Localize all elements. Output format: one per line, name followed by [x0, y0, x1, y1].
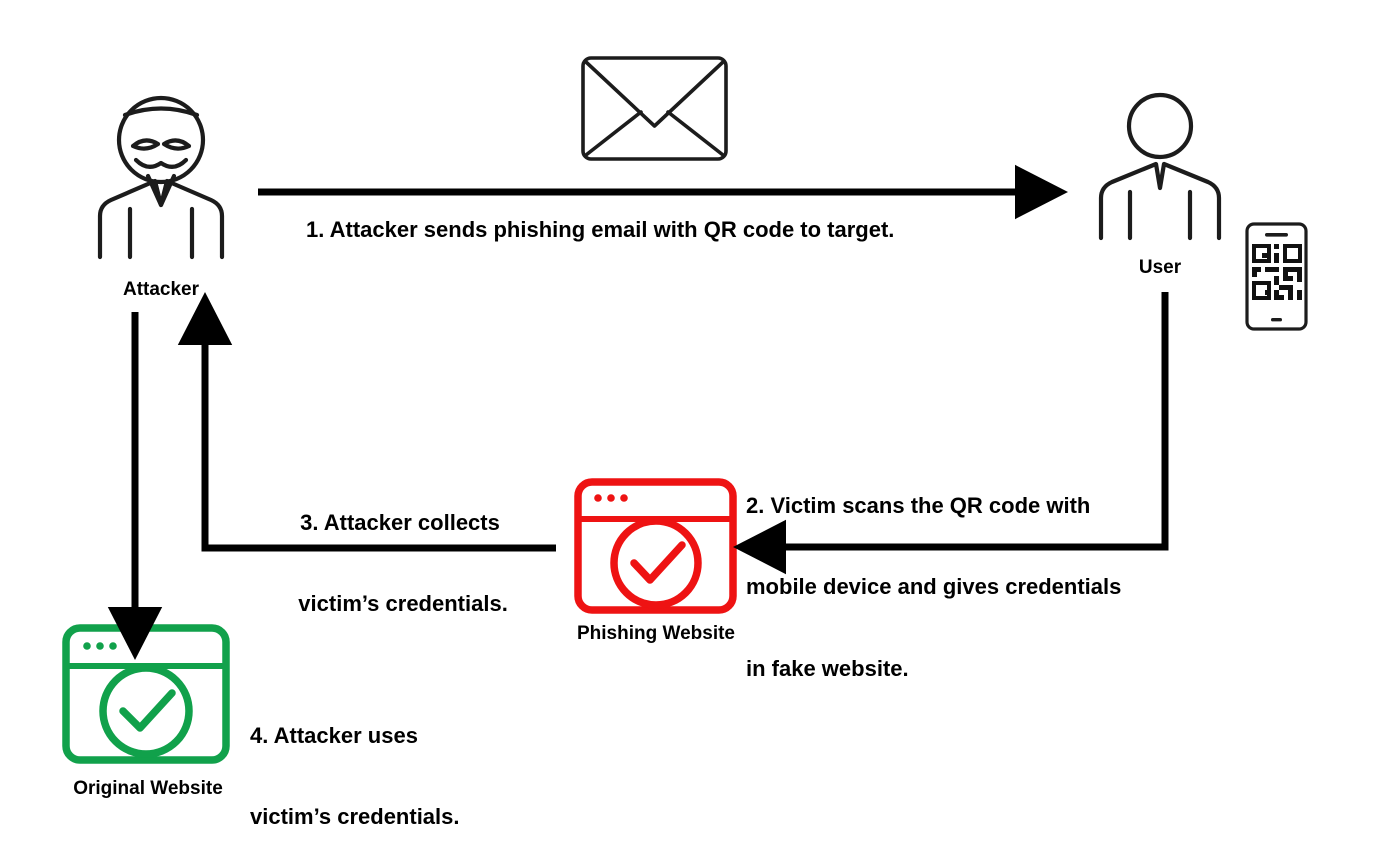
smartphone-qr-icon [1245, 222, 1308, 331]
step-2-line-3: in fake website. [746, 656, 909, 682]
phishing-website-label: Phishing Website [576, 623, 735, 644]
step-4-text: 4. Attacker uses victim’s credentials. [250, 667, 460, 860]
step-1-text: 1. Attacker sends phishing email with QR… [306, 217, 895, 242]
qr-code-glyph [1252, 244, 1302, 300]
user-icon [1098, 92, 1222, 241]
step-2-text: 2. Victim scans the QR code with mobile … [746, 437, 1121, 737]
phishing-website-icon [574, 478, 737, 614]
step-4-line-2: victim’s credentials. [250, 804, 460, 830]
arrow-step-2 [733, 292, 1169, 575]
step-2-line-2: mobile device and gives credentials [746, 574, 1122, 600]
original-website-label: Original Website [73, 778, 223, 799]
step-2-line-1: 2. Victim scans the QR code with [746, 492, 1091, 518]
original-website-icon [62, 624, 230, 764]
user-label: User [1138, 257, 1182, 278]
step-3-text: 3. Attacker collects victim’s credential… [272, 454, 528, 672]
step-3-line-2: victim’s credentials. [292, 591, 508, 617]
step-3-line-1: 3. Attacker collects [300, 509, 500, 535]
attacker-icon [97, 95, 225, 260]
step-4-line-1: 4. Attacker uses [250, 722, 418, 748]
attacker-label: Attacker [122, 279, 200, 300]
envelope-icon [581, 56, 728, 161]
arrow-step-3 [177, 292, 556, 552]
